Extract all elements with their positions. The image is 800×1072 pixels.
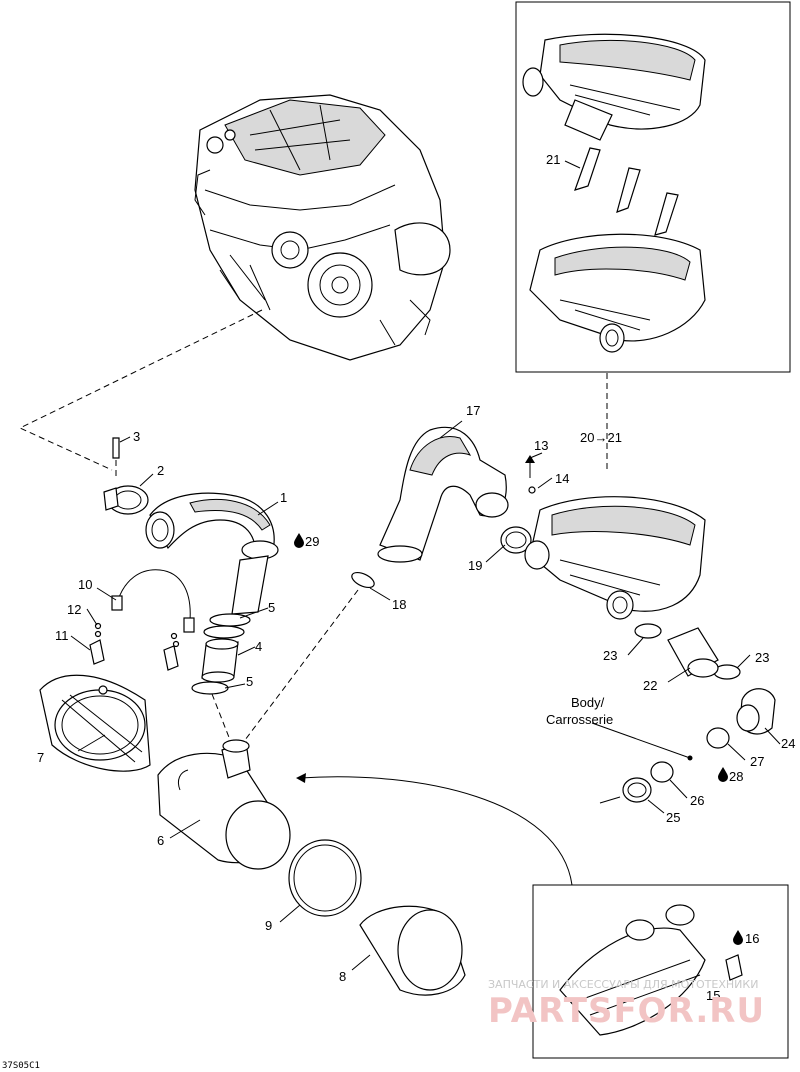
muffler-20 bbox=[524, 496, 706, 620]
body-note-line1: Body/ bbox=[571, 695, 605, 710]
lubricant-drop-icon bbox=[733, 930, 743, 945]
heat-shield-7 bbox=[39, 674, 151, 772]
label-24: 24 bbox=[781, 736, 795, 751]
fastener-13-14 bbox=[525, 455, 536, 494]
engine-drawing bbox=[194, 94, 451, 361]
clamp-23a bbox=[634, 623, 662, 639]
label-10: 10 bbox=[78, 577, 92, 592]
label-5a: 5 bbox=[268, 600, 275, 615]
label-12: 12 bbox=[67, 602, 81, 617]
ring-19 bbox=[500, 526, 532, 554]
pin-21-group bbox=[574, 147, 679, 236]
label-8: 8 bbox=[339, 969, 346, 984]
ring-25 bbox=[599, 777, 652, 804]
brackets-11-12 bbox=[89, 622, 180, 671]
label-23a: 23 bbox=[603, 648, 617, 663]
label-7: 7 bbox=[37, 750, 44, 765]
label-29: 29 bbox=[305, 534, 319, 549]
label-5b: 5 bbox=[246, 674, 253, 689]
inset-arrow-curve bbox=[299, 776, 573, 886]
leader-lines bbox=[70, 160, 781, 971]
drawing-id: 37S05C1 bbox=[2, 1061, 40, 1071]
label-26: 26 bbox=[690, 793, 704, 808]
label-1: 1 bbox=[280, 490, 287, 505]
coupler-4 bbox=[201, 638, 239, 683]
label-25: 25 bbox=[666, 810, 680, 825]
label-16: 16 bbox=[745, 931, 759, 946]
label-4: 4 bbox=[255, 639, 262, 654]
lubricant-drop-icon bbox=[294, 533, 304, 548]
exhaust-pipe-17 bbox=[377, 426, 509, 563]
engine-link-line bbox=[18, 309, 263, 471]
band-9 bbox=[288, 839, 362, 917]
label-23b: 23 bbox=[755, 650, 769, 665]
label-15: 15 bbox=[706, 988, 720, 1003]
label-28: 28 bbox=[729, 769, 743, 784]
gasket-link-line bbox=[211, 693, 233, 746]
lubricant-drop-icon bbox=[718, 767, 728, 782]
ring-26 bbox=[650, 761, 674, 783]
muffler-variant-inset bbox=[515, 1, 791, 373]
inset-arrow-head bbox=[296, 773, 306, 783]
ring-27 bbox=[706, 727, 730, 749]
coupler-22 bbox=[667, 627, 719, 678]
cable-10 bbox=[111, 569, 195, 633]
body-pointer-line bbox=[591, 722, 691, 759]
screw-3 bbox=[112, 437, 120, 478]
label-2: 2 bbox=[157, 463, 164, 478]
label-19: 19 bbox=[468, 558, 482, 573]
exhaust-elbow-1 bbox=[145, 492, 279, 561]
body-point bbox=[687, 755, 693, 761]
end-cap-8 bbox=[359, 905, 466, 996]
watermark-caption: ЗАПЧАСТИ И АКСЕССУАРЫ ДЛЯ МОТОТЕХНИКИ bbox=[488, 978, 758, 991]
gasket-18 bbox=[244, 571, 375, 741]
body-note-line2: Carrosserie bbox=[546, 712, 613, 727]
bottom-inset bbox=[532, 884, 789, 1059]
label-9: 9 bbox=[265, 918, 272, 933]
label-22: 22 bbox=[643, 678, 657, 693]
outlet-24 bbox=[736, 688, 776, 735]
gasket-5-lower bbox=[191, 681, 229, 695]
clamp-2 bbox=[103, 485, 149, 515]
pipe-section bbox=[203, 555, 269, 639]
label-20-21: 20→21 bbox=[580, 430, 622, 445]
label-18: 18 bbox=[392, 597, 406, 612]
label-17: 17 bbox=[466, 403, 480, 418]
muffler-canister-6 bbox=[157, 739, 291, 870]
label-3: 3 bbox=[133, 429, 140, 444]
watermark-logo: PARTSFOR.RU bbox=[488, 991, 765, 1031]
label-27: 27 bbox=[750, 754, 764, 769]
label-13: 13 bbox=[534, 438, 548, 453]
label-14: 14 bbox=[555, 471, 569, 486]
label-21: 21 bbox=[546, 152, 560, 167]
label-11: 11 bbox=[55, 628, 69, 643]
label-6: 6 bbox=[157, 833, 164, 848]
